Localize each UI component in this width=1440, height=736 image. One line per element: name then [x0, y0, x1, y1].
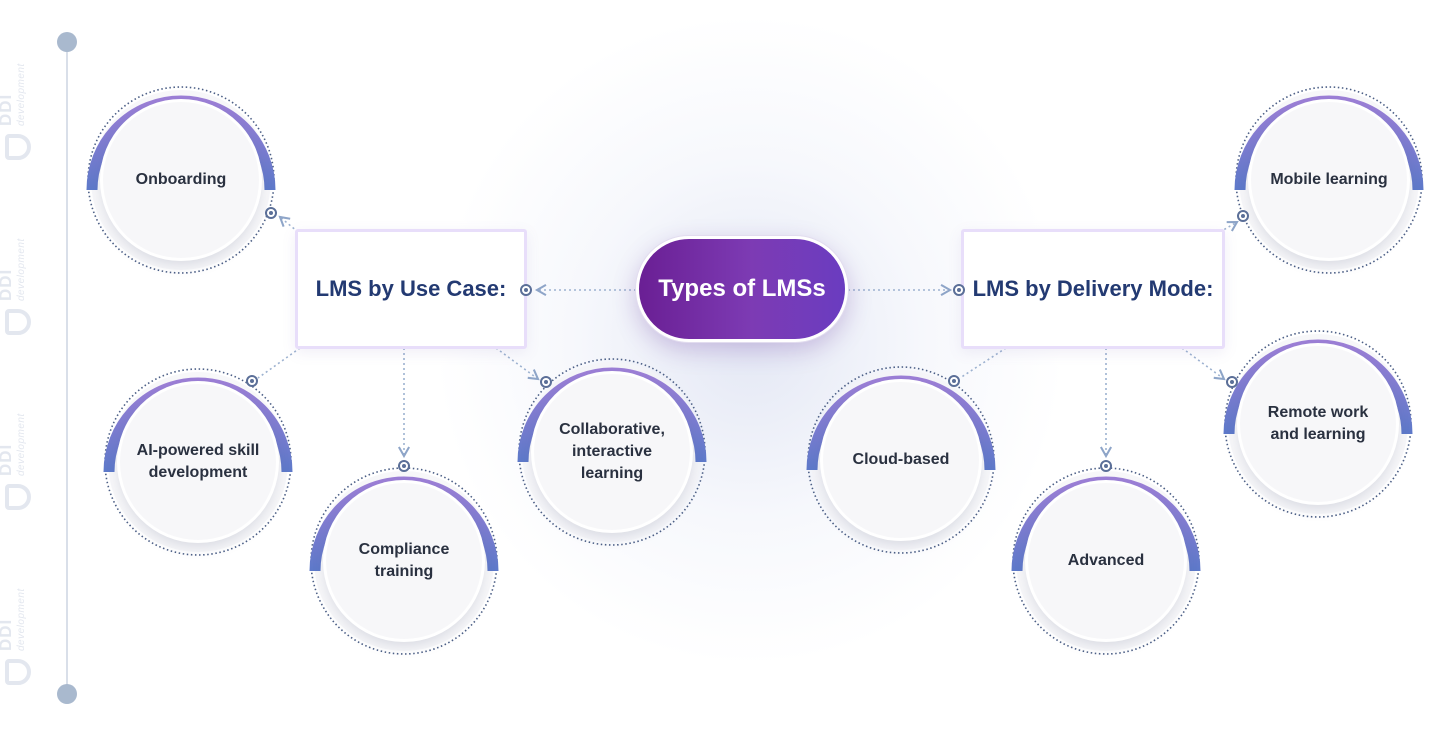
line-to-mobile [1219, 220, 1239, 233]
circle-face [1251, 102, 1407, 258]
circle-face [1240, 346, 1396, 502]
connector-dot [265, 207, 277, 219]
category-delivery-mode: LMS by Delivery Mode: [961, 229, 1225, 349]
circle-remote: Remote work and learning [1218, 324, 1418, 524]
line-to-cloud [959, 347, 1007, 379]
connector-dot [1237, 210, 1249, 222]
category-use-case: LMS by Use Case: [295, 229, 527, 349]
connector-dot [1100, 460, 1112, 472]
connector-dot [948, 375, 960, 387]
timeline-dot-bottom [57, 684, 77, 704]
circle-face [1028, 483, 1184, 639]
circle-face [103, 102, 259, 258]
circle-compliance: Compliance training [304, 461, 504, 661]
circle-collaborative: Collaborative, interactive learning [512, 352, 712, 552]
line-to-ai-skill [257, 347, 301, 379]
circle-cloud: Cloud-based [801, 360, 1001, 560]
timeline-dot-top [57, 32, 77, 52]
center-node-title: Types of LMSs [636, 236, 848, 342]
line-to-remote [1181, 347, 1226, 381]
circle-onboarding: Onboarding [81, 80, 281, 280]
circle-ai-skill: AI-powered skill development [98, 362, 298, 562]
circle-face [823, 382, 979, 538]
connector-dot [520, 284, 532, 296]
connector-dot [246, 375, 258, 387]
timeline-line [66, 42, 68, 694]
circle-face [534, 374, 690, 530]
connector-dot [398, 460, 410, 472]
circle-face [326, 483, 482, 639]
line-to-collaborative [495, 347, 540, 381]
connector-dot [540, 376, 552, 388]
connector-dot [953, 284, 965, 296]
circle-advanced: Advanced [1006, 461, 1206, 661]
line-to-onboarding [278, 215, 299, 233]
circle-mobile: Mobile learning [1229, 80, 1429, 280]
circle-face [120, 384, 276, 540]
connector-dot [1226, 376, 1238, 388]
